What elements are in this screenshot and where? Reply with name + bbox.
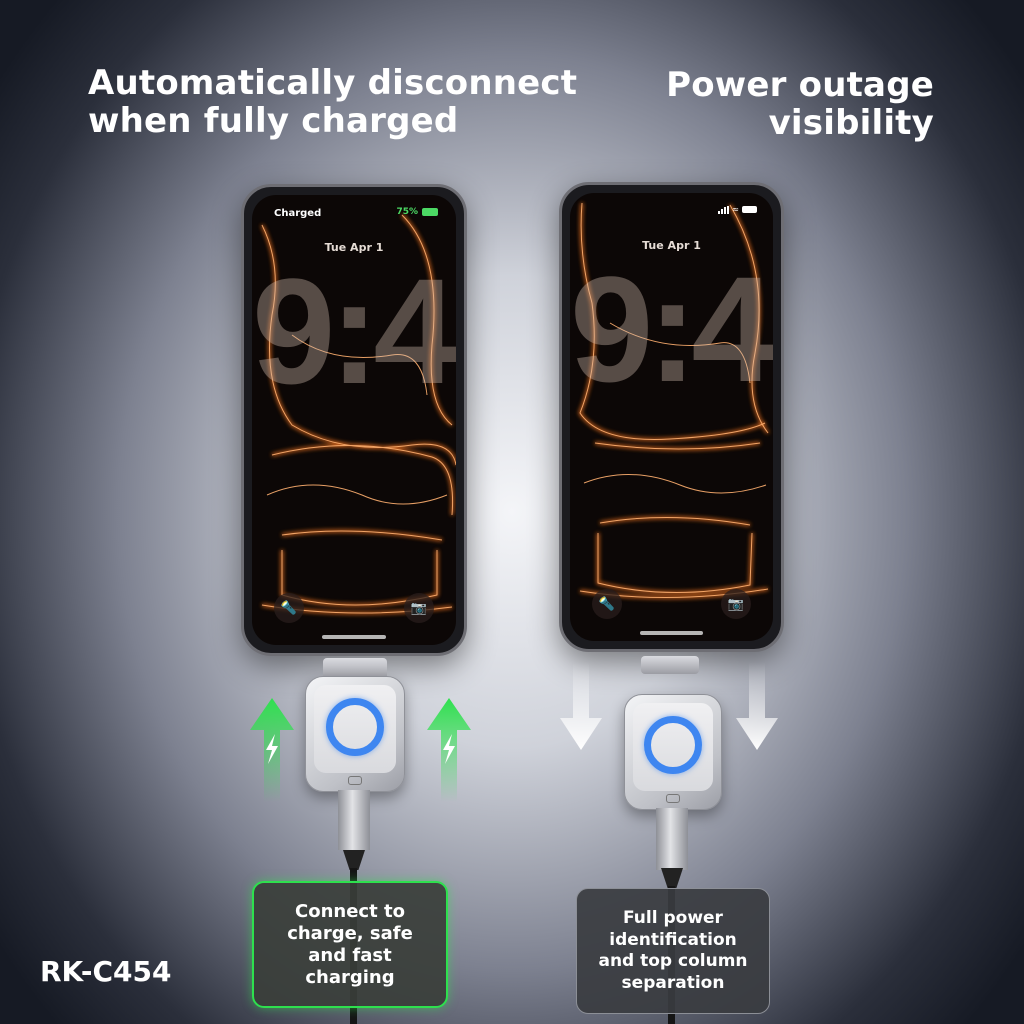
wifi-icon: ≈ [732, 205, 739, 214]
bolt-icon [443, 734, 455, 764]
battery-indicator: 75% [396, 207, 438, 217]
flashlight-icon[interactable]: 🔦 [592, 589, 622, 619]
charge-arrow-left [250, 698, 294, 802]
lock-screen-right: ≈ Tue Apr 1 9:41 🔦 📷 [570, 193, 773, 641]
release-arrow-left [560, 662, 602, 750]
ring-icon [644, 716, 702, 775]
usb-c-plug-right [641, 656, 699, 674]
headline-power-outage: Power outage visibility [666, 65, 934, 143]
phone-right: ≈ Tue Apr 1 9:41 🔦 📷 [559, 182, 784, 652]
caption-connect-charge: Connect to charge, safe and fast chargin… [252, 881, 448, 1008]
adapter-button-right [666, 794, 680, 803]
lock-screen-left: Charged 75% Tue Apr 1 9:41 🔦 📷 [252, 195, 456, 645]
home-indicator[interactable] [640, 631, 703, 635]
camera-icon[interactable]: 📷 [404, 593, 434, 623]
headline-auto-disconnect: Automatically disconnect when fully char… [88, 63, 578, 141]
caption-full-power: Full power identification and top column… [576, 888, 770, 1014]
wallpaper-right [578, 202, 769, 599]
cable-plug-right [656, 808, 688, 870]
magnetic-adapter-right [624, 694, 722, 810]
release-arrow-right [736, 662, 778, 750]
bolt-icon [266, 734, 278, 764]
battery-icon [422, 208, 438, 216]
ring-icon [326, 698, 384, 757]
battery-icon [742, 206, 757, 213]
lock-time: 9:41 [252, 247, 456, 415]
usb-c-plug-left [323, 658, 387, 680]
adapter-button-left [348, 776, 362, 785]
magnetic-adapter-left [305, 676, 405, 792]
lock-date: Tue Apr 1 [324, 241, 384, 254]
cable-plug-left [338, 790, 370, 850]
charge-arrow-right [427, 698, 471, 802]
cable-boot-left [343, 850, 365, 870]
lock-date: Tue Apr 1 [642, 239, 701, 252]
status-charged: Charged [274, 208, 322, 219]
lock-time: 9:41 [570, 245, 773, 413]
signal-icon [718, 205, 730, 214]
battery-percent: 75% [396, 207, 418, 217]
cable-boot-right [661, 868, 683, 888]
camera-icon[interactable]: 📷 [721, 589, 751, 619]
status-icons: ≈ [718, 205, 757, 214]
phone-left: Charged 75% Tue Apr 1 9:41 🔦 📷 [241, 184, 467, 656]
home-indicator[interactable] [322, 635, 386, 639]
flashlight-icon[interactable]: 🔦 [274, 593, 304, 623]
model-number: RK-C454 [40, 955, 172, 988]
